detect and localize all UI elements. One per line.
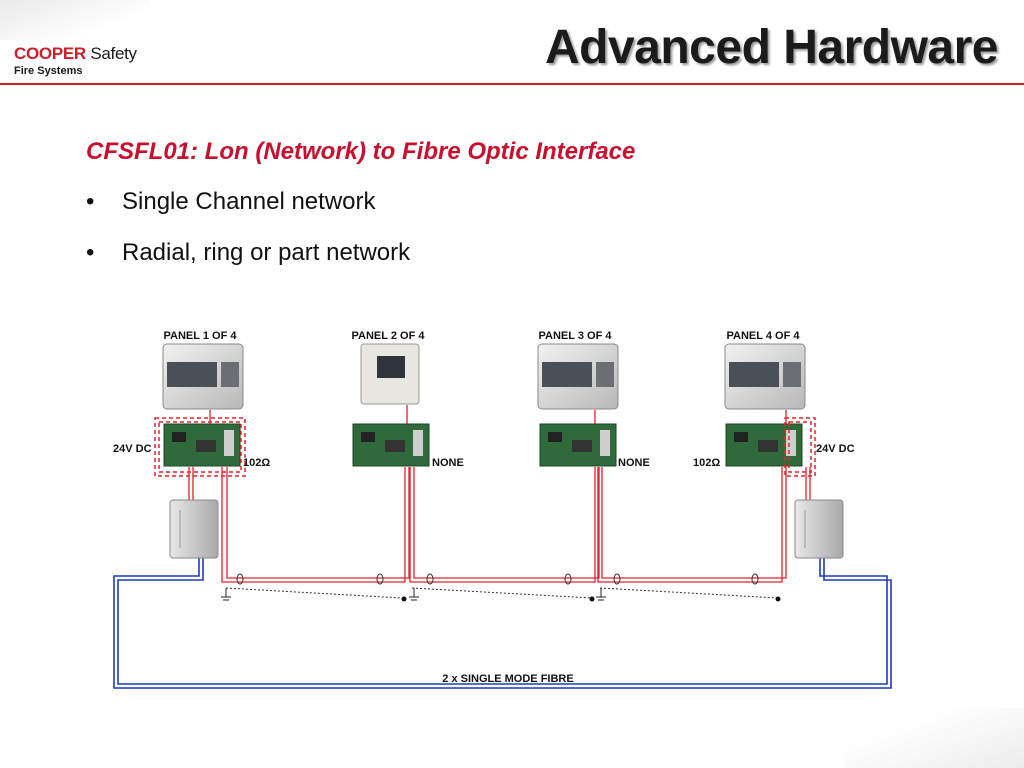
slide-subtitle: CFSFL01: Lon (Network) to Fibre Optic In… xyxy=(86,138,636,165)
fibre-label: 2 x SINGLE MODE FIBRE xyxy=(442,673,573,685)
panel-4: PANEL 4 OF 4 xyxy=(724,330,806,410)
bullet-text: Radial, ring or part network xyxy=(122,239,411,266)
interface-board-1 xyxy=(163,423,241,467)
panel-3: PANEL 3 OF 4 xyxy=(537,330,619,410)
network-cable xyxy=(188,405,811,583)
network-diagram: 2 x SINGLE MODE FIBRE PANEL 1 OF 4 xyxy=(113,330,892,689)
panel-label: PANEL 3 OF 4 xyxy=(539,330,613,342)
bullet-list: • Single Channel network • Radial, ring or… xyxy=(86,188,410,290)
interface-board-3 xyxy=(539,423,617,467)
page-title: Advanced Hardware xyxy=(544,21,999,74)
termination-label-3: NONE xyxy=(618,457,650,469)
corner-decoration-bottom xyxy=(844,708,1024,768)
interface-board-2 xyxy=(352,423,430,467)
bullet-text: Single Channel network xyxy=(122,188,376,215)
panel-1: PANEL 1 OF 4 xyxy=(162,330,244,410)
screen-wiring xyxy=(225,573,779,599)
logo-safety: Safety xyxy=(90,44,137,63)
panel-label: PANEL 4 OF 4 xyxy=(727,330,801,342)
fibre-converter-1 xyxy=(169,499,219,559)
bullet-item: • Single Channel network xyxy=(86,188,410,239)
panel-label: PANEL 2 OF 4 xyxy=(352,330,426,342)
interface-board-4 xyxy=(725,423,803,467)
corner-decoration xyxy=(0,0,150,40)
company-logo: COOPER Safety Fire Systems xyxy=(14,44,137,77)
logo-fire-systems: Fire Systems xyxy=(14,65,83,77)
termination-label-2: NONE xyxy=(432,457,464,469)
power-label-4: 24V DC xyxy=(816,443,855,455)
header-divider xyxy=(0,83,1024,85)
panel-label: PANEL 1 OF 4 xyxy=(164,330,238,342)
earth-icons xyxy=(221,588,606,601)
termination-label-4: 102Ω xyxy=(693,457,720,469)
logo-cooper: COOPER xyxy=(14,44,86,63)
panel-2: PANEL 2 OF 4 xyxy=(352,330,426,405)
highlight-box xyxy=(154,417,816,477)
bullet-item: • Radial, ring or part network xyxy=(86,239,410,290)
power-label-1: 24V DC xyxy=(113,443,152,455)
fibre-loop xyxy=(113,558,892,689)
bullet-dot: • xyxy=(86,188,95,215)
switch-dots xyxy=(401,596,781,602)
fibre-converter-2 xyxy=(794,499,844,559)
bullet-dot: • xyxy=(86,239,95,266)
termination-label-1: 102Ω xyxy=(243,457,270,469)
